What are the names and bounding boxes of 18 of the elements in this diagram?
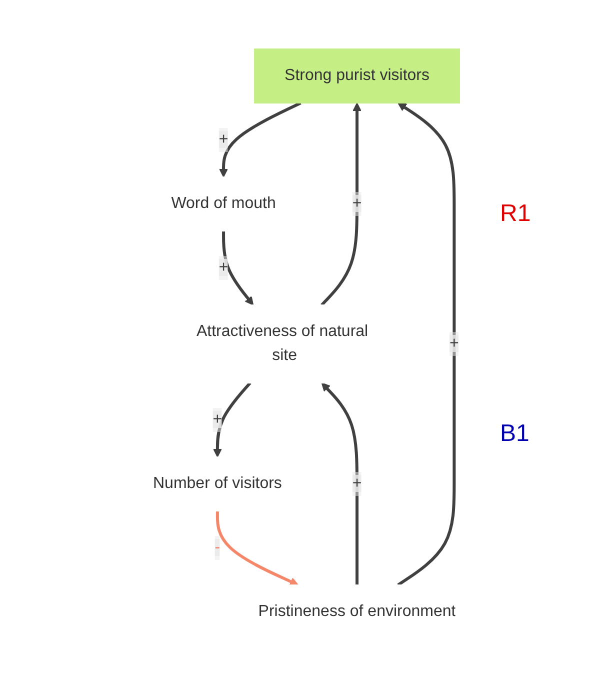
arrow — [397, 102, 456, 586]
node-text: Pristineness of environment — [258, 602, 456, 620]
edge-label: + — [352, 474, 362, 492]
loop-label: R1 — [500, 200, 531, 228]
arrow — [222, 231, 254, 306]
edge-label: + — [212, 410, 222, 428]
node-box: Strong purist visitors — [254, 48, 460, 104]
edge-label: + — [352, 195, 362, 212]
node-text: Attractiveness of natural site — [196, 323, 368, 364]
node-text: Number of visitors — [153, 474, 282, 492]
arrow — [216, 511, 299, 586]
node-text: Word of mouth — [171, 195, 276, 212]
edge-label: + — [218, 259, 228, 276]
arrow — [321, 382, 359, 585]
edge-label: + — [450, 335, 459, 352]
edge-label: + — [218, 131, 228, 148]
edge-label: - — [214, 538, 220, 556]
loop-label: B1 — [500, 420, 530, 448]
